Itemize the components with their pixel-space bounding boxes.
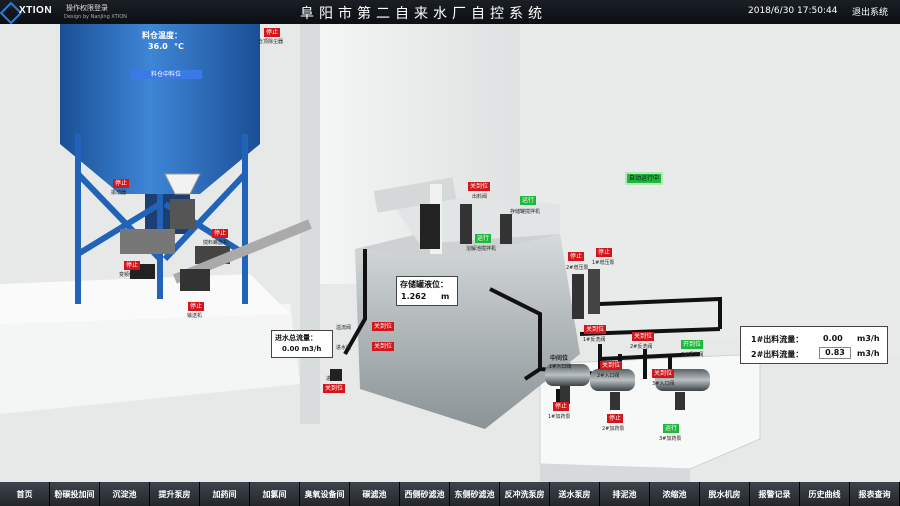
backwash3-label: 3#反洗阀 bbox=[681, 352, 704, 358]
tank-mixer-status[interactable]: 运行 bbox=[520, 196, 537, 205]
permission-login-button[interactable]: 操作权限登录 bbox=[66, 4, 108, 12]
outflow-box: 1#出料流量： 0.00 m3/h 2#出料流量： 0.83 m3/h bbox=[740, 326, 888, 364]
header-bar: XTION 操作权限登录 Design by NanJing XTION 阜阳市… bbox=[0, 0, 900, 25]
logo-text: XTION bbox=[19, 5, 53, 16]
overflow-valve-status[interactable]: 关到位 bbox=[372, 322, 395, 331]
nav-alarm-log[interactable]: 报警记录 bbox=[750, 482, 800, 506]
outflow2-unit: m3/h bbox=[857, 349, 880, 358]
exit-button[interactable]: 退出系统 bbox=[852, 8, 889, 18]
process-scene: 料仓温度： 36.0 °C 料仓中料位 停止 振动器 停止 搅料螺旋机 停止 变… bbox=[0, 24, 900, 482]
inlet2-label: 2#入口阀 bbox=[597, 373, 620, 379]
dosing1-status[interactable]: 停止 bbox=[553, 402, 570, 411]
bottom-nav: 首页 粉碳投加间 沉淀池 提升泵房 加药间 加氯间 臭氧设备间 碳滤池 西侧砂滤… bbox=[0, 482, 900, 506]
tank-level-unit: m bbox=[441, 292, 450, 301]
design-credit: Design by NanJing XTION bbox=[64, 14, 127, 20]
nav-sedimentation[interactable]: 沉淀池 bbox=[100, 482, 150, 506]
dosing2-label: 2#加药泵 bbox=[602, 426, 625, 432]
page-title: 阜阳市第二自来水厂自控系统 bbox=[300, 6, 547, 22]
booster1-label: 1#增压泵 bbox=[592, 260, 615, 266]
inlet-valve-status[interactable]: 关到位 bbox=[372, 342, 395, 351]
backwash2-label: 2#反洗阀 bbox=[630, 344, 653, 350]
silo-level-indicator: 料仓中料位 bbox=[130, 70, 202, 79]
conveyor-label: 输送机 bbox=[187, 313, 203, 319]
backwash1-label: 1#反洗阀 bbox=[583, 337, 606, 343]
nav-chlorination[interactable]: 加氯间 bbox=[250, 482, 300, 506]
inlet1-position: 中间位 bbox=[550, 355, 569, 362]
outflow1-value: 0.00 bbox=[823, 334, 843, 343]
outflow1-label: 1#出料流量： bbox=[751, 335, 804, 344]
tank-level-label: 存储罐液位： bbox=[400, 280, 448, 289]
backwash3-status[interactable]: 开到位 bbox=[681, 340, 704, 349]
inlet-valve-label: 进水阀 bbox=[336, 345, 352, 351]
scene-graphics bbox=[0, 24, 900, 482]
inlet3-status[interactable]: 关到位 bbox=[652, 369, 675, 378]
vibrator-label: 振动器 bbox=[111, 190, 127, 196]
feeder-changer-status[interactable]: 停止 bbox=[124, 261, 141, 270]
silo-temp-unit: °C bbox=[174, 42, 184, 51]
inlet1-label: 1#入口阀 bbox=[549, 364, 572, 370]
dissolve-mixer-status[interactable]: 运行 bbox=[475, 234, 492, 243]
water-valve-label: 进水阀 bbox=[326, 376, 342, 382]
nav-backwash-pump[interactable]: 反冲洗泵房 bbox=[500, 482, 550, 506]
feeder-changer-label: 变频供料机 bbox=[119, 272, 145, 278]
conveyor-status[interactable]: 停止 bbox=[188, 302, 205, 311]
inflow-value: 0.00 m3/h bbox=[282, 345, 322, 353]
dosing2-status[interactable]: 停止 bbox=[607, 414, 624, 423]
outflow2-label: 2#出料流量： bbox=[751, 350, 804, 359]
nav-west-sand-filter[interactable]: 西侧砂滤池 bbox=[400, 482, 450, 506]
nav-thickener[interactable]: 浓缩池 bbox=[650, 482, 700, 506]
backwash2-status[interactable]: 关到位 bbox=[632, 332, 655, 341]
nav-delivery-pump[interactable]: 送水泵房 bbox=[550, 482, 600, 506]
silo-temp-value: 36.0 bbox=[148, 42, 168, 51]
inlet3-label: 3#入口阀 bbox=[652, 381, 675, 387]
tank-level-box: 存储罐液位： 1.262 m bbox=[396, 276, 458, 306]
booster2-label: 2#增压泵 bbox=[566, 265, 589, 271]
datetime: 2018/6/30 17:50:44 bbox=[748, 6, 838, 16]
tank-mixer-label: 存储罐搅拌机 bbox=[510, 209, 541, 215]
dust-collector-label: 仓顶除尘器 bbox=[258, 39, 284, 45]
nav-ozone[interactable]: 臭氧设备间 bbox=[300, 482, 350, 506]
water-valve-status[interactable]: 关到位 bbox=[323, 384, 346, 393]
nav-lift-pump[interactable]: 提升泵房 bbox=[150, 482, 200, 506]
backwash1-status[interactable]: 关到位 bbox=[584, 325, 607, 334]
dosing3-status[interactable]: 运行 bbox=[663, 424, 680, 433]
nav-report-query[interactable]: 报表查询 bbox=[850, 482, 900, 506]
xtion-logo: XTION bbox=[0, 1, 61, 25]
inflow-box: 进水总流量： 0.00 m3/h bbox=[271, 330, 333, 358]
dosing3-label: 3#加药泵 bbox=[659, 436, 682, 442]
nav-dosing-room[interactable]: 加药间 bbox=[200, 482, 250, 506]
nav-carbon-dosing[interactable]: 粉碳投加间 bbox=[50, 482, 100, 506]
outflow2-value: 0.83 bbox=[819, 347, 851, 359]
dosing1-label: 1#加药泵 bbox=[548, 414, 571, 420]
nav-carbon-filter[interactable]: 碳滤池 bbox=[350, 482, 400, 506]
nav-dewatering[interactable]: 脱水机房 bbox=[700, 482, 750, 506]
outflow1-unit: m3/h bbox=[857, 334, 880, 343]
outlet-valve-label: 出料阀 bbox=[472, 194, 488, 200]
mixer-screw-status[interactable]: 停止 bbox=[212, 229, 229, 238]
nav-history-curve[interactable]: 历史曲线 bbox=[800, 482, 850, 506]
vibrator-status[interactable]: 停止 bbox=[113, 179, 130, 188]
inflow-label: 进水总流量： bbox=[275, 334, 317, 342]
nav-home[interactable]: 首页 bbox=[0, 482, 50, 506]
dust-collector-status[interactable]: 停止 bbox=[264, 28, 281, 37]
nav-east-sand-filter[interactable]: 东侧砂滤池 bbox=[450, 482, 500, 506]
mixer-screw-label: 搅料螺旋机 bbox=[203, 240, 229, 246]
dissolve-mixer-label: 溶解池搅拌机 bbox=[466, 246, 497, 252]
silo-temp-label: 料仓温度： bbox=[142, 31, 182, 40]
nav-sludge-pool[interactable]: 排泥池 bbox=[600, 482, 650, 506]
overflow-valve-label: 溢流阀 bbox=[336, 325, 352, 331]
booster2-status[interactable]: 停止 bbox=[568, 252, 585, 261]
outlet-valve-status[interactable]: 关到位 bbox=[468, 182, 491, 191]
inlet2-status[interactable]: 关到位 bbox=[600, 361, 623, 370]
booster1-status[interactable]: 停止 bbox=[596, 248, 613, 257]
auto-running-indicator: 自动运行中 bbox=[625, 172, 664, 185]
tank-level-value: 1.262 bbox=[401, 292, 427, 301]
